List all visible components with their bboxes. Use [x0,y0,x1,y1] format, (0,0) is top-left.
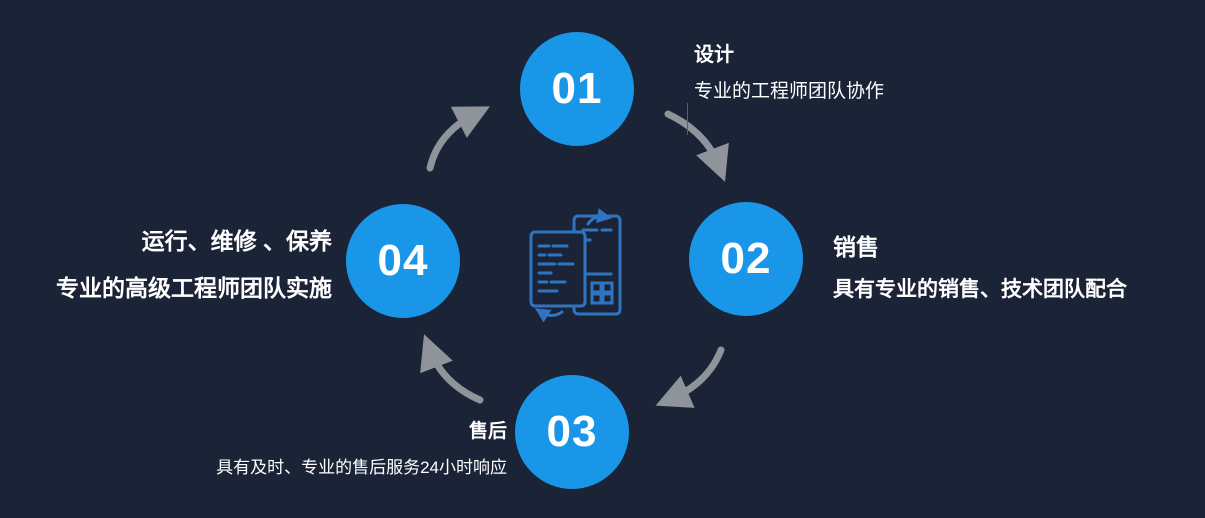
step-circle-aftersales: 03 [515,375,629,489]
arrow-step1-to-step2 [664,110,729,182]
step-number: 03 [546,407,598,456]
step-number: 02 [720,234,772,283]
step-title: 售后 [468,421,507,442]
step-title: 设计 [694,44,734,66]
step-label-design: 设计 专业的工程师团队协作 [694,38,884,103]
step-label-aftersales: 售后 具有及时、专业的售后服务24小时响应 [216,416,507,478]
step-desc: 专业的高级工程师团队实施 [56,275,332,301]
step-circle-sales: 02 [689,202,803,316]
step-desc: 具有及时、专业的售后服务24小时响应 [216,458,507,477]
arrow-step3-to-step4 [420,334,484,404]
arrow-step2-to-step3 [655,346,725,408]
step-label-sales: 销售 具有专业的销售、技术团队配合 [833,228,1127,303]
step-title: 运行、维修 、保养 [141,228,332,254]
step-desc: 专业的工程师团队协作 [694,81,885,102]
step-circle-operation: 04 [346,204,460,318]
document-code-exchange-icon [526,208,628,323]
label-divider-line [687,103,688,135]
step-circle-design: 01 [520,32,634,146]
step-title: 销售 [833,234,879,260]
step-label-operation: 运行、维修 、保养 专业的高级工程师团队实施 [56,222,332,303]
step-desc: 具有专业的销售、技术团队配合 [833,278,1127,301]
step-number: 01 [551,64,603,113]
step-number: 04 [377,236,429,285]
arrow-step4-to-step1 [426,106,490,172]
